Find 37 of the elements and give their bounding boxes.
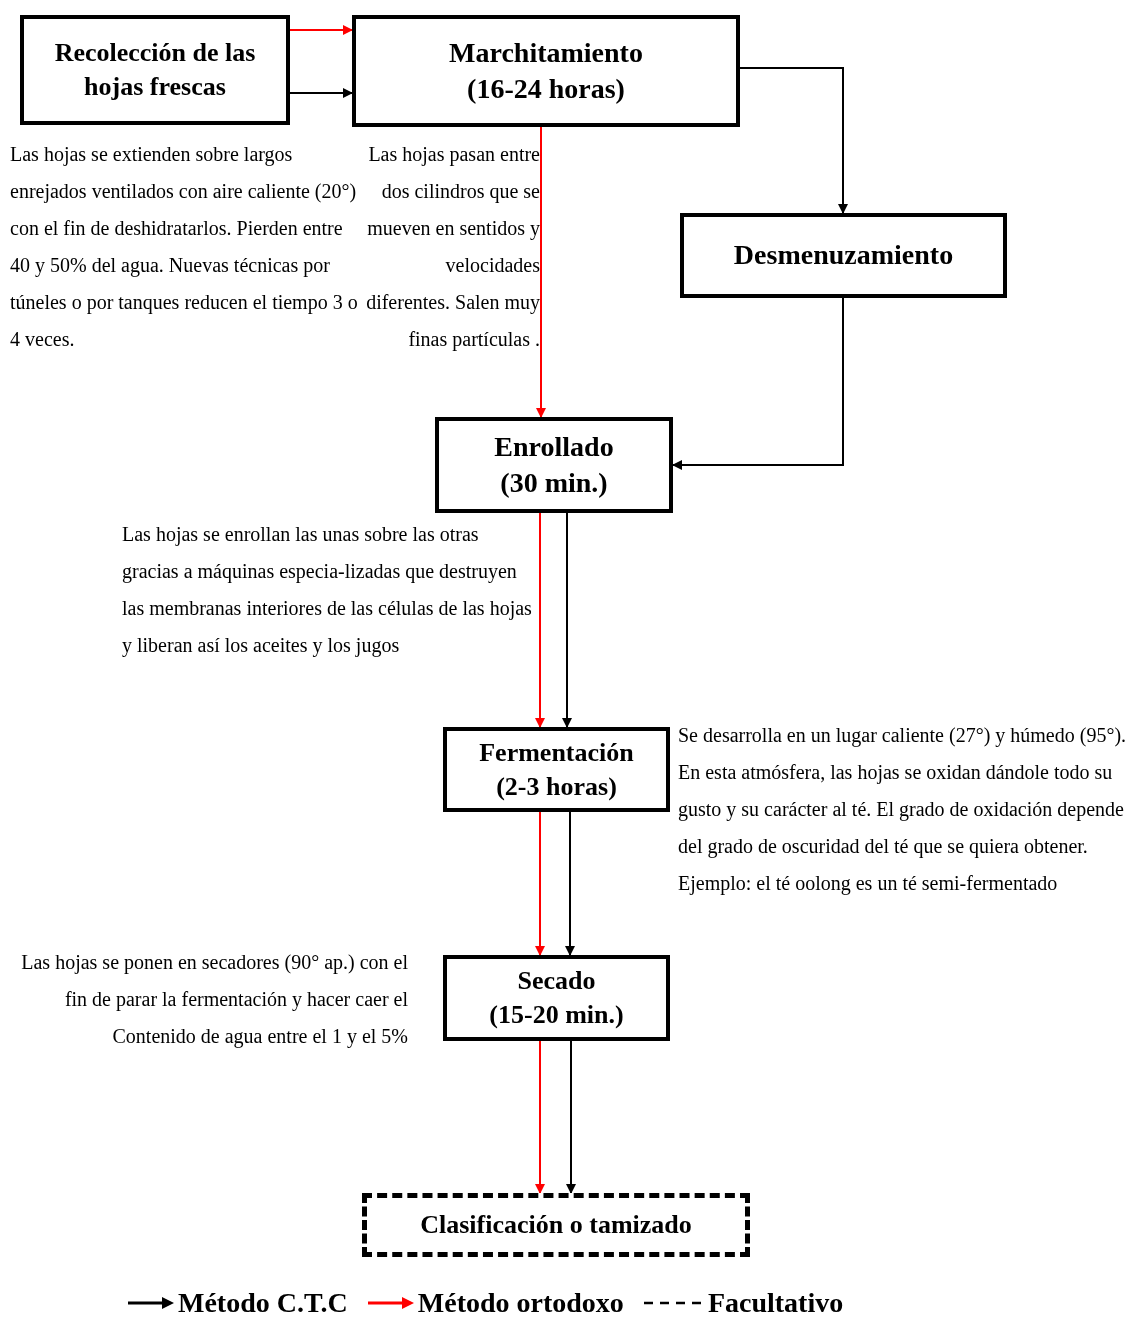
arrow (289, 88, 353, 98)
legend-label: Facultativo (707, 1287, 844, 1319)
step-title: (16-24 horas) (467, 72, 625, 106)
step-title: Secado (517, 965, 596, 998)
process-box (680, 213, 1007, 298)
arrow (535, 811, 545, 956)
step-title: (15-20 min.) (489, 999, 624, 1031)
arrow (535, 1040, 545, 1194)
description-text: Las hojas pasan entre dos cilindros que se mueven en sentidos y velocidades diferentes. Salen muy finas partículas . (365, 142, 540, 353)
description-text: Las hojas se extienden sobre largos enrejados ventilados con aire caliente (20°) con el fin de deshidratarlos. Pierden entre 40 y 50% del agua. Nuevas técnicas por túneles o por tanques reducen el tiempo 3 o 4 veces. (10, 142, 359, 352)
arrow (536, 126, 546, 418)
legend-label: Método C.T.C (178, 1287, 348, 1319)
description-text: Se desarrolla en un lugar caliente (27°) y húmedo (95°). En esta atmósfera, las hojas se oxidan dándole todo su gusto y su carácter al té. El grado de oxidación depende del grado de oscuridad del té que se quiera obtener. Ejemplo: el té oolong es un té semi-fermentado (678, 723, 1128, 897)
arrow (565, 811, 575, 956)
process-box (443, 727, 670, 812)
description-text: Las hojas se ponen en secadores (90° ap.) con el fin de parar la fermentación y hacer caer el Contenido de agua entre el 1 y el 5% (20, 950, 408, 1050)
arrow (566, 1040, 576, 1194)
step-title: (30 min.) (500, 466, 608, 500)
legend-label: Método ortodoxo (417, 1287, 624, 1319)
arrow (739, 67, 848, 214)
step-title: Fermentación (479, 736, 634, 769)
step-title: Enrollado (494, 429, 614, 464)
arrow (672, 297, 844, 470)
process-box (443, 955, 670, 1041)
process-box (352, 15, 740, 127)
arrow (289, 25, 353, 35)
step-title: Marchitamiento (449, 35, 643, 70)
process-box (435, 417, 673, 513)
step-title: Clasificación o tamizado (420, 1209, 692, 1242)
arrow (562, 512, 572, 728)
process-box (362, 1193, 750, 1257)
process-box (20, 15, 290, 125)
step-title: Recolección de las hojas frescas (53, 37, 257, 103)
arrow (535, 512, 545, 728)
step-title: Desmenuzamiento (733, 238, 954, 273)
description-text: Las hojas se enrollan las unas sobre las otras gracias a máquinas especia-lizadas que destruyen las membranas interiores de las células de las hojas y liberan así los aceites y los jugos (122, 522, 532, 659)
step-title: (2-3 horas) (496, 770, 617, 803)
